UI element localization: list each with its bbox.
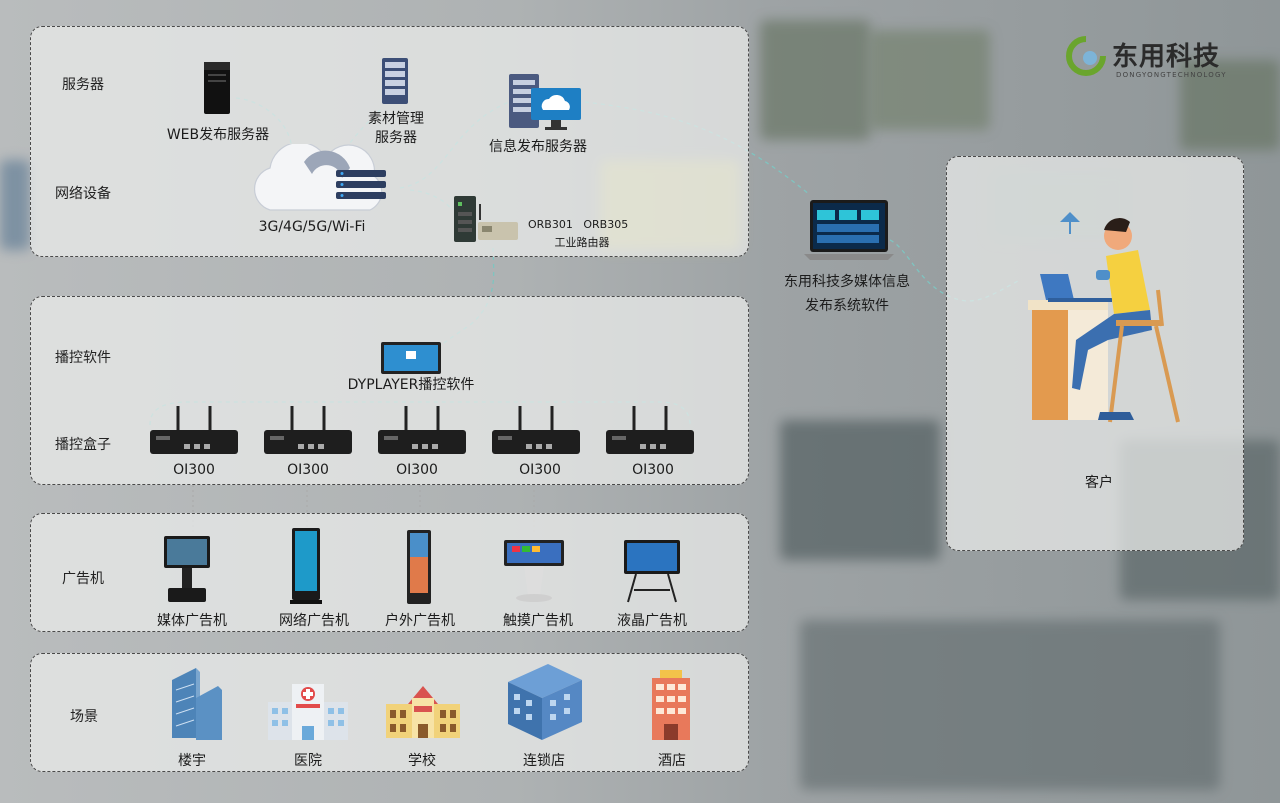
router-model-1: ORB301 [528,218,573,231]
player-box-label-4: OI300 [519,462,561,478]
network-ad-machine-icon [290,528,322,604]
ad-machine-3-label: 户外广告机 [385,613,455,629]
brand-name: 东用科技 [1112,42,1221,72]
ad-machine-label: 广告机 [62,571,104,587]
media-ad-machine-icon [164,536,210,602]
player-box-label-2: OI300 [287,462,329,478]
player-software-name: DYPLAYER播控软件 [347,377,475,393]
brand-logo: 东用科技 DONGYONGTECHNOLOGY [1066,34,1256,84]
router-name: 工业路由器 [554,236,610,249]
player-box-label-3: OI300 [396,462,438,478]
player-box-1: OI300 [148,404,240,478]
brand-logo-icon [1066,36,1106,76]
player-software-label: 播控软件 [55,350,111,366]
player-box-icon [264,406,352,454]
network-label: 网络设备 [55,186,111,202]
scene-3-label: 学校 [408,753,436,769]
lcd-ad-machine-icon [624,540,680,603]
tower-server-icon [204,62,230,114]
material-server-label-line2: 服务器 [375,130,417,146]
scene-5-label: 酒店 [658,753,686,769]
material-server-label: 素材管理 服务器 [356,110,436,148]
servers-label: 服务器 [62,77,104,93]
brand-subtitle: DONGYONGTECHNOLOGY [1116,71,1227,79]
chain-store-icon [508,664,582,740]
scene-2-label: 医院 [294,753,322,769]
player-box-label-1: OI300 [173,462,215,478]
client-label: 客户 [1085,475,1113,491]
material-server-label-line1: 素材管理 [368,111,424,127]
industrial-router-icon [454,196,518,242]
cloud-network-icon [254,144,386,211]
software-label-line2: 发布系统软件 [805,298,889,314]
ad-machine-4-label: 触摸广告机 [503,613,573,629]
outdoor-ad-machine-icon [407,530,431,604]
scene-1-label: 楼宇 [178,753,206,769]
software-label: 东用科技多媒体信息 发布系统软件 [772,270,922,318]
hospital-icon [268,684,348,740]
player-software-screen-icon [381,342,441,374]
info-server-icon [509,74,581,130]
touch-ad-machine-icon [504,540,564,602]
player-box-label-5: OI300 [632,462,674,478]
ad-machine-2-label: 网络广告机 [279,613,349,629]
player-box-icon [150,406,238,454]
player-box-3: OI300 [376,404,468,478]
ad-machine-1-label: 媒体广告机 [157,613,227,629]
office-building-icon [172,668,222,740]
player-box-5: OI300 [604,404,696,478]
rack-server-icon [382,58,408,104]
scene-label: 场景 [70,709,98,725]
web-server-label: WEB发布服务器 [166,127,270,143]
person-at-desk-icon [1028,212,1180,423]
player-box-label: 播控盒子 [55,437,111,453]
player-box-icon [492,406,580,454]
cloud-label: 3G/4G/5G/Wi-Fi [258,219,366,235]
school-icon [386,686,460,738]
player-box-2: OI300 [262,404,354,478]
scene-4-label: 连锁店 [523,753,565,769]
player-box-4: OI300 [490,404,582,478]
player-box-icon [606,406,694,454]
info-server-label: 信息发布服务器 [489,139,587,155]
laptop-icon [804,200,894,260]
router-models: ORB301 ORB305 [528,218,638,231]
software-label-line1: 东用科技多媒体信息 [784,274,910,290]
player-box-icon [378,406,466,454]
ad-machine-5-label: 液晶广告机 [617,613,687,629]
router-model-2: ORB305 [583,218,629,231]
hotel-icon [652,670,690,740]
